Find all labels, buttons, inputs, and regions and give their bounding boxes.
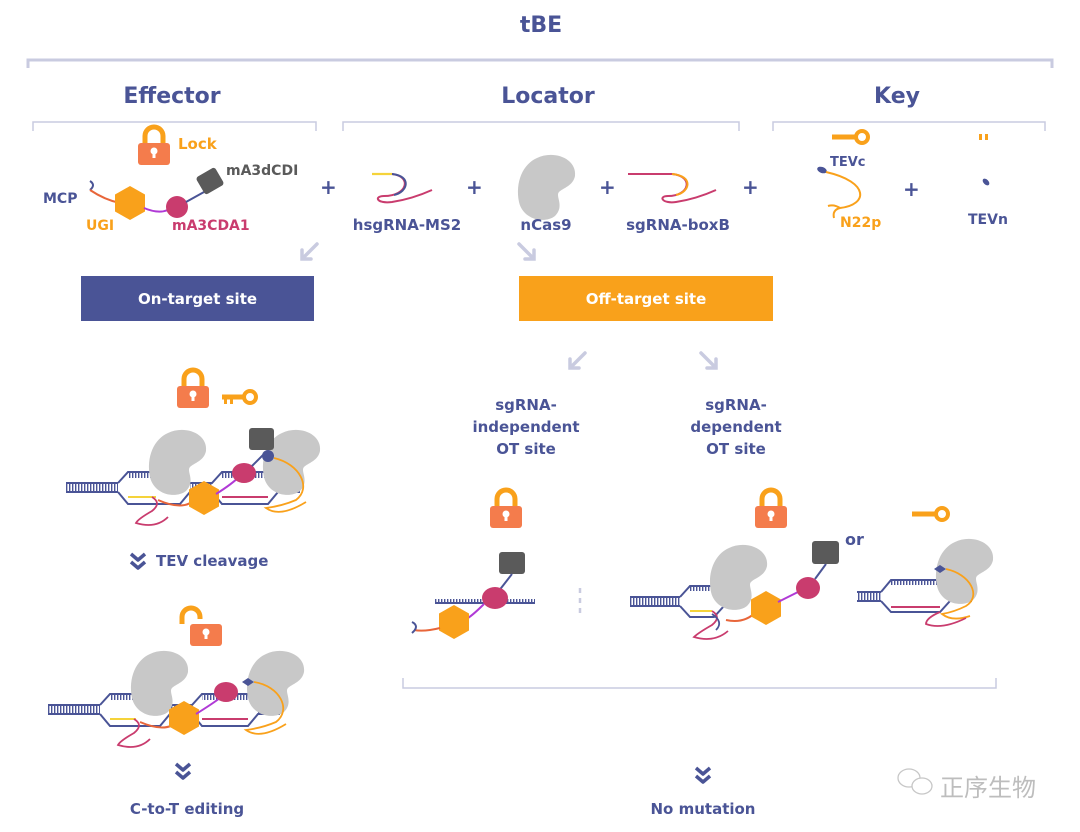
chevron-down-icon [129, 552, 147, 570]
tev-cleavage-label: TEV cleavage [156, 552, 269, 570]
ma3cda1-label: mA3CDA1 [172, 218, 250, 234]
tevn-leaf [982, 178, 990, 186]
arrow-to-on-target [300, 242, 319, 261]
sgrna-independent-label: sgRNA- independent OT site [472, 396, 580, 458]
lock-icon [138, 127, 170, 165]
ugi-hexagon [115, 186, 145, 220]
ma3dcdi-square [196, 167, 224, 195]
arrow-to-off-target [517, 242, 536, 261]
c-to-t-editing-label: C-to-T editing [129, 800, 245, 818]
watermark: 正序生物 [940, 774, 1036, 802]
on-target-key-icon [220, 389, 258, 406]
plus-sign: + [320, 175, 337, 199]
tevn-label: TEVn [968, 212, 1008, 228]
tevc-leaf [817, 166, 827, 174]
chevron-down-icon-3 [694, 766, 712, 784]
independent-lock-icon [490, 490, 522, 528]
plus-sign: + [466, 175, 483, 199]
n22p-label: N22p [840, 215, 882, 231]
ncas9-label: nCas9 [520, 216, 572, 234]
tevc-label: TEVc [830, 155, 866, 170]
n22p-linker [825, 171, 861, 219]
on-target-lock-icon [177, 370, 209, 408]
hsgrna-label: hsgRNA-MS2 [352, 216, 462, 234]
plus-sign: + [903, 177, 920, 201]
chevron-down-icon-2 [174, 762, 192, 780]
mcp-hook [89, 180, 94, 191]
section-effector: Effector [123, 84, 221, 109]
or-label: or [845, 530, 864, 549]
hsgrna-icon [372, 173, 433, 204]
lock-label: Lock [178, 135, 217, 153]
dependent-key-icon [910, 506, 950, 522]
arrow-to-dependent [699, 351, 718, 370]
sgrna-dependent-label: sgRNA- dependent OT site [690, 396, 782, 458]
dependent-complex-key [857, 538, 994, 627]
on-target-site-box: On-target site [81, 276, 314, 321]
no-mutation-label: No mutation [650, 800, 756, 818]
off-target-bracket [402, 678, 997, 689]
ncas9-icon [517, 154, 576, 220]
on-target-unlocked-icon [182, 608, 222, 646]
tevc-key-icon [830, 129, 870, 145]
on-target-complex-1 [66, 428, 321, 526]
effector-bracket [32, 121, 317, 131]
plus-sign: + [742, 175, 759, 199]
arrow-to-independent [568, 351, 587, 370]
section-key: Key [874, 84, 920, 109]
independent-complex [411, 552, 535, 639]
dependent-complex-locked [630, 541, 839, 640]
sgrna-boxb-label: sgRNA-boxB [626, 216, 730, 234]
tbe-bracket [26, 58, 1054, 68]
mcp-label: MCP [43, 191, 78, 207]
tevn-key-teeth [979, 134, 982, 140]
section-locator: Locator [501, 84, 595, 109]
ma3cda1-ellipse [166, 196, 188, 218]
wechat-icon [897, 768, 933, 795]
key-bracket [772, 121, 1046, 131]
ma3dcdi-label: mA3dCDI [226, 163, 299, 179]
sgrna-boxb-icon [628, 173, 717, 204]
plus-sign: + [599, 175, 616, 199]
diagram-title: tBE [519, 13, 563, 38]
off-target-site-box: Off-target site [519, 276, 773, 321]
dependent-lock-icon [755, 490, 787, 528]
locator-bracket [342, 121, 740, 131]
on-target-complex-2 [48, 650, 305, 748]
ugi-label: UGI [86, 218, 115, 234]
